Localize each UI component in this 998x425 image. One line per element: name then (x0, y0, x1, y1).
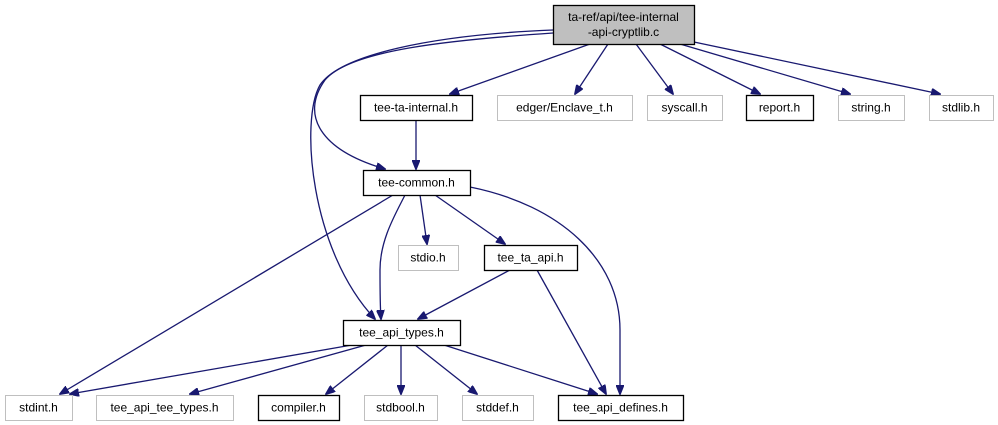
edge-root-to-tee_api_types (310, 29, 554, 319)
node-box (929, 95, 994, 121)
node-root[interactable]: ta-ref/api/tee-internal-api-cryptlib.c (552, 4, 696, 46)
node-stdlib: stdlib.h (929, 95, 994, 121)
node-tee_api_defines[interactable]: tee_api_defines.h (557, 394, 685, 422)
node-label: tee-common.h (378, 176, 455, 190)
edge-tee_api_types-to-tee_api_tee_types (190, 344, 367, 394)
node-tee_api_types[interactable]: tee_api_types.h (342, 319, 462, 347)
node-label: ta-ref/api/tee-internal (568, 10, 679, 24)
node-label: string.h (851, 101, 890, 115)
node-string: string.h (838, 95, 905, 121)
edge-tee_ta_api-to-tee_api_types (418, 269, 511, 319)
edge-root-to-tee-ta-internal (450, 43, 591, 94)
node-box (483, 244, 579, 272)
node-box (96, 395, 234, 421)
edge-root-to-string (679, 43, 850, 94)
node-label: tee_api_defines.h (573, 401, 668, 415)
edge-tee_ta_api-to-tee_api_defines (536, 269, 606, 394)
node-box (557, 394, 685, 422)
node-stdbool: stdbool.h (364, 395, 438, 421)
edge-tee_api_types-to-compiler (326, 344, 389, 394)
edge-tee-common-to-tee_api_types (380, 194, 406, 319)
node-label: tee_api_tee_types.h (110, 401, 218, 415)
node-compiler[interactable]: compiler.h (257, 394, 341, 422)
node-tee-ta-internal[interactable]: tee-ta-internal.h (359, 94, 474, 122)
node-label: tee_ta_api.h (497, 251, 563, 265)
edge-tee-common-to-stdio (419, 194, 427, 244)
node-label: stdlib.h (942, 101, 980, 115)
edge-root-to-syscall (635, 43, 673, 94)
node-label: syscall.h (661, 101, 707, 115)
node-tee-common[interactable]: tee-common.h (362, 169, 472, 197)
node-label: stdio.h (410, 251, 445, 265)
node-label: tee-ta-internal.h (374, 101, 458, 115)
node-box (462, 395, 534, 421)
node-tee_ta_api[interactable]: tee_ta_api.h (483, 244, 579, 272)
node-box (359, 94, 474, 122)
node-tee_api_tee_types: tee_api_tee_types.h (96, 395, 234, 421)
node-box (364, 395, 438, 421)
node-label: report.h (759, 101, 800, 115)
node-syscall: syscall.h (647, 95, 723, 121)
edges-layer (60, 29, 940, 394)
node-label: compiler.h (271, 401, 326, 415)
node-box (257, 394, 341, 422)
nodes-layer: ta-ref/api/tee-internal-api-cryptlib.c te… (5, 4, 994, 422)
node-box (838, 95, 905, 121)
node-stdio: stdio.h (398, 245, 459, 271)
edge-root-to-report (659, 43, 760, 94)
node-label: -api-cryptlib.c (588, 25, 659, 39)
node-box (5, 395, 73, 421)
node-box (647, 95, 723, 121)
edge-tee_api_types-to-stdint (70, 344, 353, 394)
node-box (342, 319, 462, 347)
node-box (745, 94, 815, 122)
node-box (497, 95, 633, 121)
edge-tee_api_types-to-stddef (414, 344, 477, 394)
node-box (552, 4, 696, 46)
edge-tee_api_types-to-tee_api_defines (443, 344, 597, 394)
node-stddef: stddef.h (462, 395, 534, 421)
edge-tee-common-to-tee_ta_api (434, 194, 505, 244)
node-box (362, 169, 472, 197)
node-label: stdint.h (19, 401, 58, 415)
node-label: edger/Enclave_t.h (516, 101, 613, 115)
node-label: stdbool.h (376, 401, 425, 415)
node-box (398, 245, 459, 271)
node-stdint: stdint.h (5, 395, 73, 421)
node-label: stddef.h (476, 401, 519, 415)
edge-root-to-stdlib (693, 41, 940, 94)
node-report[interactable]: report.h (745, 94, 815, 122)
node-enclave_t: edger/Enclave_t.h (497, 95, 633, 121)
edge-tee-common-to-tee_api_defines (469, 186, 620, 394)
node-label: tee_api_types.h (359, 326, 444, 340)
edge-root-to-enclave_t (575, 43, 609, 94)
edge-tee-common-to-stdint (60, 194, 394, 394)
